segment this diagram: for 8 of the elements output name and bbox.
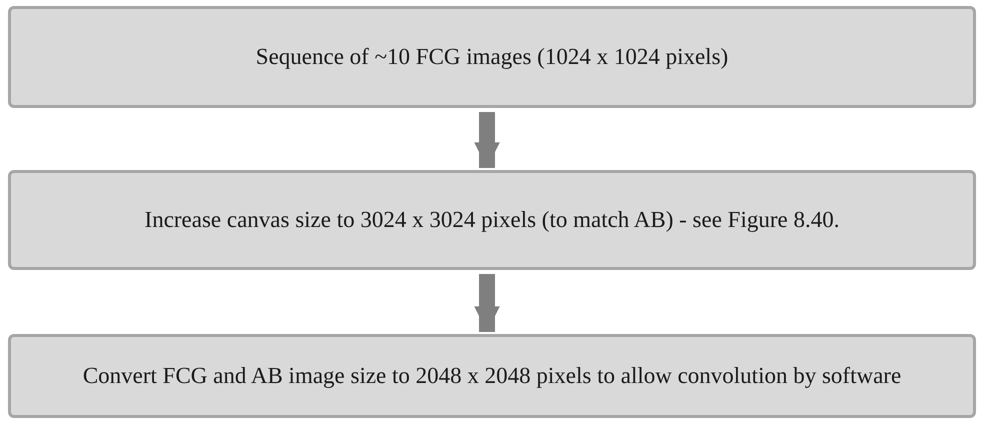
process-box [8, 6, 976, 108]
block-arrow [474, 274, 500, 332]
step-text: Sequence of ~10 FCG images (1024 x 1024 pixels) [256, 43, 728, 71]
step-text: Convert FCG and AB image size to 2048 x 2048 pixels to allow convolution by software [82, 362, 902, 390]
process-box [8, 334, 976, 418]
block-arrow [474, 112, 500, 168]
process-box [8, 170, 976, 270]
step-text: Increase canvas size to 3024 x 3024 pixels (to match AB) - see Figure 8.40. [144, 206, 840, 234]
